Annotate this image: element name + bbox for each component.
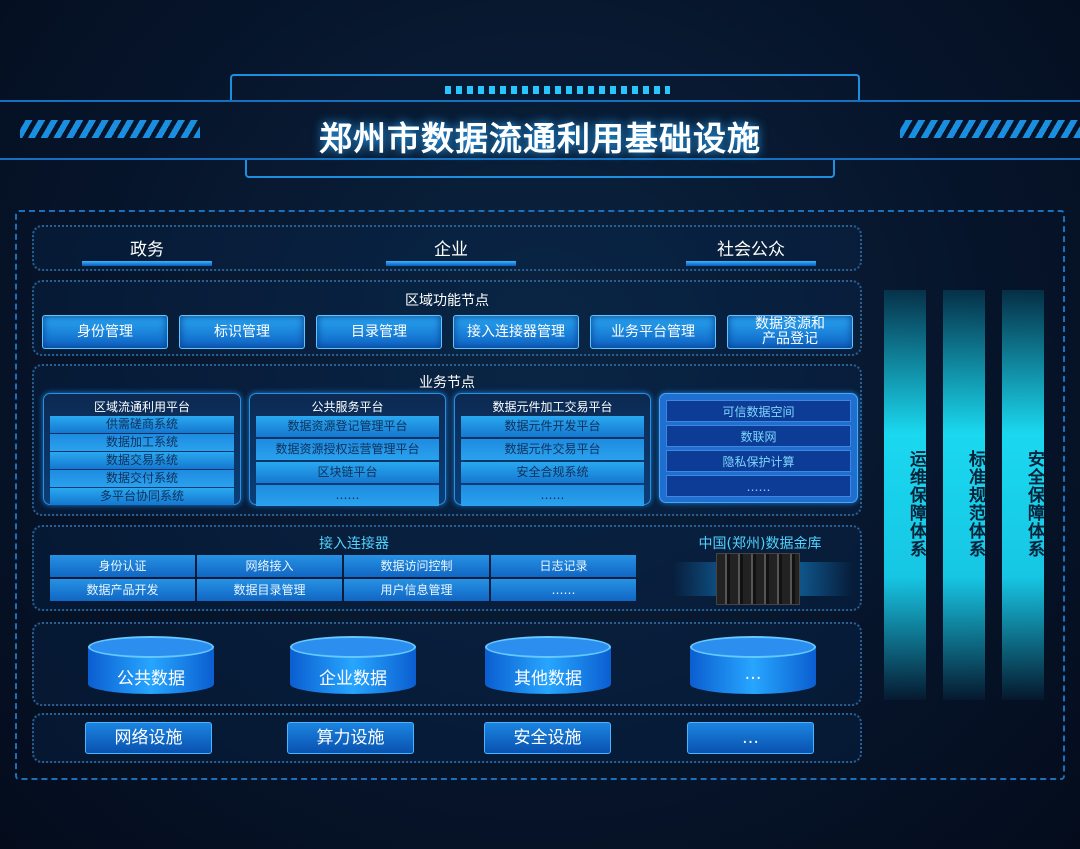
- infra-network: 网络设施: [85, 722, 212, 754]
- connector-grid: 身份认证 网络接入 数据访问控制 日志记录 数据产品开发 数据目录管理 用户信息…: [50, 555, 636, 601]
- diagram-frame: [15, 210, 1065, 780]
- business-node-row: 业务节点 区域流通利用平台 供需磋商系统 数据加工系统 数据交易系统 数据交付系…: [32, 364, 862, 516]
- database-icon: 公共数据: [88, 636, 214, 698]
- business-node-title: 业务节点: [419, 375, 475, 391]
- users-row: 政务 企业 社会公众: [32, 225, 862, 271]
- connector-item: 身份认证: [50, 555, 195, 577]
- panel-regional-platform: 区域流通利用平台 供需磋商系统 数据加工系统 数据交易系统 数据交付系统 多平台…: [43, 393, 241, 505]
- standards-bar: 标准规范体系: [943, 290, 985, 700]
- panel-item: 数据元件交易平台: [461, 439, 644, 460]
- data-enterprise: 企业数据: [319, 669, 387, 689]
- database-icon: 其他数据: [485, 636, 611, 698]
- panel-item: 数据资源授权运营管理平台: [256, 439, 439, 460]
- security-label: 安全保障体系: [1024, 450, 1044, 558]
- data-other: 其他数据: [514, 669, 582, 689]
- connector-item: 数据目录管理: [197, 579, 342, 601]
- panel-item: 数据元件开发平台: [461, 416, 644, 437]
- panel-item: 数据加工系统: [50, 434, 234, 451]
- panel-title: 区域流通利用平台: [93, 400, 190, 414]
- connector-item: 数据访问控制: [344, 555, 489, 577]
- panel-item: 隐私保护计算: [666, 450, 851, 472]
- connector-item: 日志记录: [491, 555, 636, 577]
- infra-security: 安全设施: [484, 722, 611, 754]
- function-registration: 数据资源和产品登记: [727, 315, 853, 349]
- functional-node-title: 区域功能节点: [405, 293, 489, 309]
- connector-item: ……: [491, 579, 636, 601]
- function-platform-mgmt: 业务平台管理: [590, 315, 716, 349]
- infrastructure-row: 网络设施 算力设施 安全设施 …: [32, 713, 862, 763]
- connector-item: 网络接入: [197, 555, 342, 577]
- panel-title: 数据元件加工交易平台: [492, 400, 613, 414]
- panel-item: 数据交付系统: [50, 470, 234, 487]
- panel-item: 区块链平台: [256, 462, 439, 483]
- panel-item: 供需磋商系统: [50, 416, 234, 433]
- standards-label: 标准规范体系: [965, 450, 985, 558]
- panel-trusted-space: 可信数据空间 数联网 隐私保护计算 ……: [659, 393, 858, 503]
- function-identity: 身份管理: [42, 315, 168, 349]
- connector-item: 数据产品开发: [50, 579, 195, 601]
- user-enterprise: 企业: [386, 235, 516, 266]
- function-catalog: 目录管理: [316, 315, 442, 349]
- panel-item: ……: [256, 485, 439, 506]
- panel-item: 数据交易系统: [50, 452, 234, 469]
- data-row: 公共数据 企业数据 其他数据 …: [32, 622, 862, 706]
- panel-public-service: 公共服务平台 数据资源登记管理平台 数据资源授权运营管理平台 区块链平台 ……: [249, 393, 446, 506]
- user-public: 社会公众: [686, 235, 816, 266]
- header-stripes-left: [20, 120, 200, 138]
- header-frame: [230, 74, 860, 100]
- panel-item: 数联网: [666, 425, 851, 447]
- data-more: …: [744, 664, 762, 684]
- ops-support-bar: 运维保障体系: [884, 290, 926, 700]
- user-government: 政务: [82, 235, 212, 266]
- page-title: 郑州市数据流通利用基础设施: [319, 119, 761, 158]
- infra-compute: 算力设施: [287, 722, 414, 754]
- data-public: 公共数据: [117, 669, 185, 689]
- panel-item: 数据资源登记管理平台: [256, 416, 439, 437]
- server-rack-icon: [716, 553, 800, 605]
- panel-data-element: 数据元件加工交易平台 数据元件开发平台 数据元件交易平台 安全合规系统 ……: [454, 393, 651, 506]
- infra-more: …: [687, 722, 814, 754]
- panel-title: 公共服务平台: [311, 400, 384, 414]
- security-bar: 安全保障体系: [1002, 290, 1044, 700]
- function-identifier: 标识管理: [179, 315, 305, 349]
- connector-item: 用户信息管理: [344, 579, 489, 601]
- panel-item: 可信数据空间: [666, 400, 851, 422]
- database-icon: 企业数据: [290, 636, 416, 698]
- data-vault-title: 中国(郑州)数据金库: [698, 536, 822, 552]
- panel-item: 安全合规系统: [461, 462, 644, 483]
- header-frame-bottom: [245, 160, 835, 178]
- panel-item: 多平台协同系统: [50, 488, 234, 505]
- function-connector-mgmt: 接入连接器管理: [453, 315, 579, 349]
- connector-title: 接入连接器: [319, 536, 389, 552]
- header-stripes-right: [900, 120, 1080, 138]
- header-dots: [445, 86, 670, 94]
- ops-support-label: 运维保障体系: [906, 450, 926, 558]
- functional-node-row: 区域功能节点 身份管理 标识管理 目录管理 接入连接器管理 业务平台管理 数据资…: [32, 280, 862, 356]
- database-icon: …: [690, 636, 816, 698]
- header-frame-lower: [0, 100, 1080, 160]
- panel-item: ……: [461, 485, 644, 506]
- panel-item: ……: [666, 475, 851, 497]
